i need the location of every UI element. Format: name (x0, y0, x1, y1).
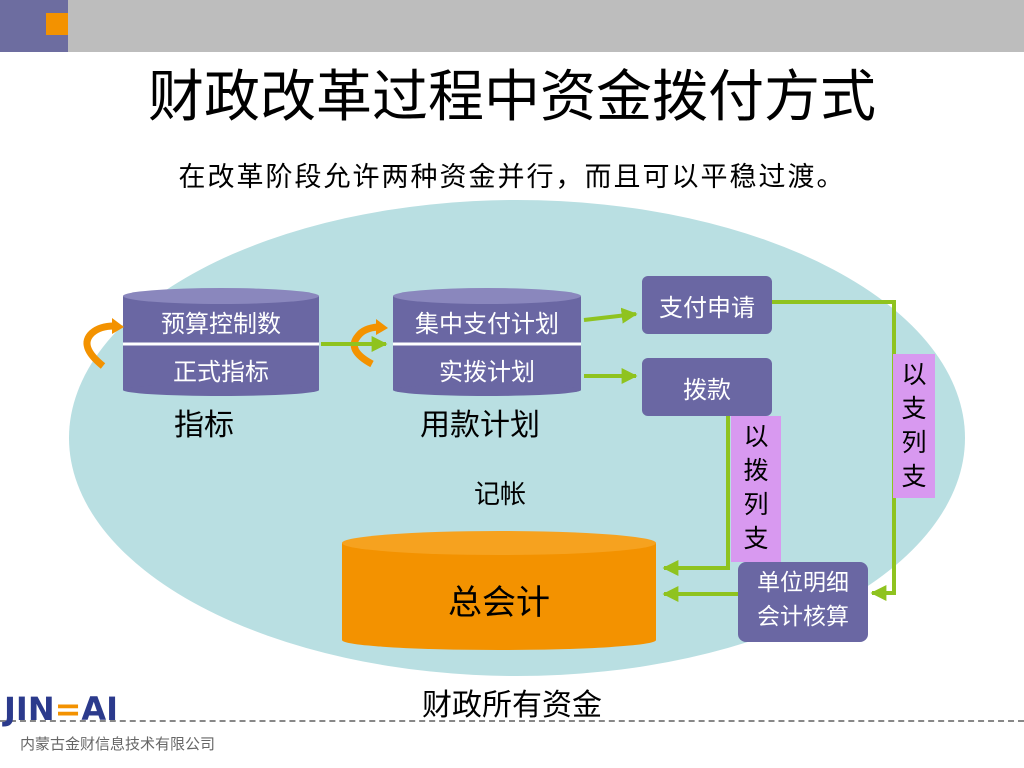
company-logo: JIN=AI (4, 690, 118, 728)
arrow-plan-to-request (583, 307, 638, 324)
unit-detail-line-1: 单位明细 (757, 570, 849, 596)
payment-request-label: 支付申请 (659, 293, 755, 322)
actual-allocation-plan-label: 实拨计划 (439, 357, 535, 386)
logo-mark-icon: = (54, 690, 82, 728)
vchar: 以 (743, 422, 769, 451)
company-name: 内蒙古金财信息技术有限公司 (20, 735, 216, 753)
cycle-arrow-left-icon (83, 322, 115, 369)
cylinder-usage-plan (393, 288, 581, 396)
vchar: 列 (743, 490, 769, 519)
header-orange-square (46, 13, 68, 35)
cylinder-indicator (123, 288, 319, 396)
unit-detail-line-2: 会计核算 (757, 604, 849, 630)
unit-detail-box (738, 562, 868, 642)
logo-text-left: JIN (4, 690, 55, 728)
formal-indicator-label: 正式指标 (173, 357, 269, 386)
indicator-caption: 指标 (174, 408, 234, 443)
allocation-vertical-box (731, 416, 781, 562)
header-bar (0, 0, 1024, 52)
payment-vertical-box (893, 354, 935, 498)
vchar: 以 (901, 360, 927, 389)
budget-control-label: 预算控制数 (161, 309, 281, 338)
vchar: 支 (901, 462, 927, 491)
payment-request-box (642, 276, 772, 334)
slide-title: 财政改革过程中资金拨付方式 (148, 65, 876, 130)
centralized-payment-plan-label: 集中支付计划 (415, 309, 559, 338)
general-accounting-label: 总会计 (448, 583, 550, 623)
vchar: 拨 (743, 456, 769, 485)
usage-plan-caption: 用款计划 (420, 408, 540, 443)
vchar: 列 (901, 428, 927, 457)
unit-detail-label: 单位明细 会计核算 (738, 566, 868, 638)
arrow-allocation-to-accounting (662, 415, 730, 576)
vchar: 支 (901, 394, 927, 423)
cycle-arrow-mid-icon (350, 323, 379, 368)
vchar: 支 (743, 524, 769, 553)
allocation-box (642, 358, 772, 416)
footer-divider (0, 720, 1024, 722)
allocation-label: 拨款 (683, 375, 731, 404)
bookkeeping-label: 记帐 (474, 480, 527, 510)
ellipse-caption: 财政所有资金 (422, 688, 602, 723)
logo-text-right: AI (81, 690, 119, 728)
payment-vertical-label: 以 支 列 支 (893, 358, 935, 494)
slide-subtitle: 在改革阶段允许两种资金并行，而且可以平稳过渡。 (178, 162, 846, 193)
general-accounting-cylinder (342, 531, 656, 650)
allocation-vertical-label: 以 拨 列 支 (731, 420, 781, 556)
